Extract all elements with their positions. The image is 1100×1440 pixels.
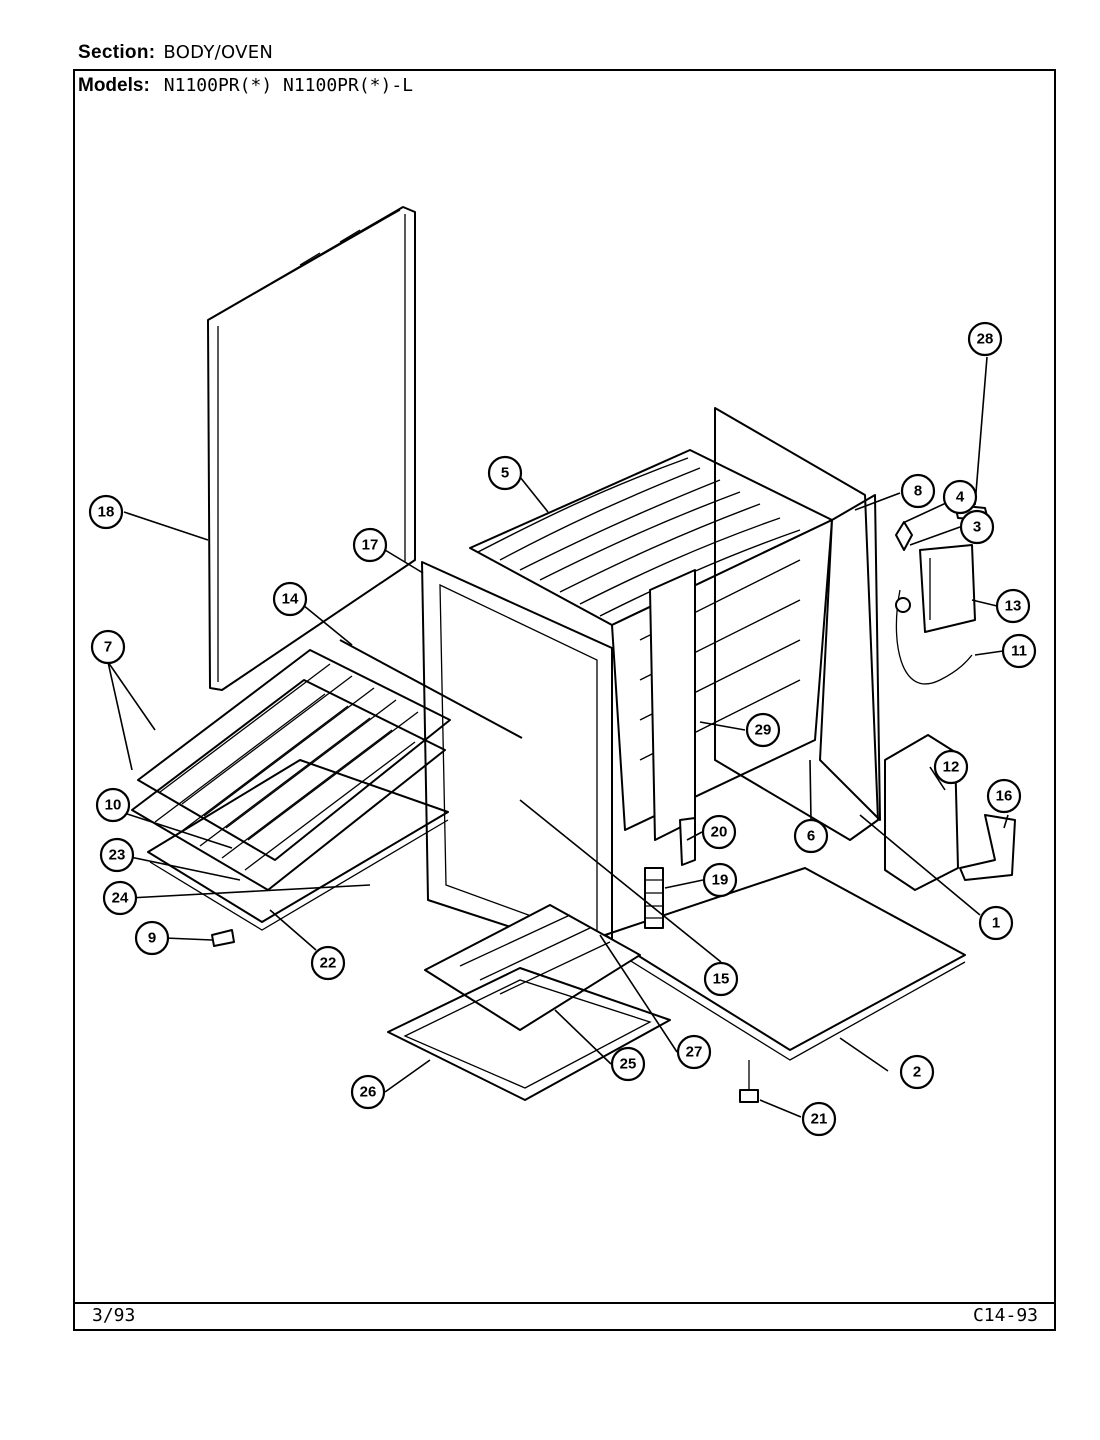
callout-23-label: 23 bbox=[109, 847, 126, 864]
part-base bbox=[604, 867, 966, 1061]
footer-code: C14-93 bbox=[972, 1305, 1038, 1326]
part-back-panel bbox=[207, 206, 416, 691]
callout-29-label: 29 bbox=[755, 722, 772, 739]
callout-5-label: 5 bbox=[501, 465, 509, 482]
callout-2-label: 2 bbox=[913, 1064, 921, 1081]
callout-6-label: 6 bbox=[807, 828, 815, 845]
part-broiler-pan bbox=[387, 967, 671, 1101]
callout-23: 23 bbox=[99, 837, 135, 873]
callout-9-label: 9 bbox=[148, 930, 156, 947]
callout-20: 20 bbox=[701, 814, 737, 850]
callout-20-label: 20 bbox=[711, 824, 728, 841]
callout-1-label: 1 bbox=[992, 915, 1000, 932]
callout-26-label: 26 bbox=[360, 1084, 377, 1101]
models-label: Models: bbox=[78, 75, 150, 96]
callout-12: 12 bbox=[933, 749, 969, 785]
part-broiler-insert bbox=[424, 904, 641, 1031]
callout-2: 2 bbox=[899, 1054, 935, 1090]
callout-10: 10 bbox=[95, 787, 131, 823]
callout-28: 28 bbox=[967, 321, 1003, 357]
callout-13-label: 13 bbox=[1005, 598, 1022, 615]
callout-22-label: 22 bbox=[320, 955, 337, 972]
callout-26: 26 bbox=[350, 1074, 386, 1110]
callout-6: 6 bbox=[793, 818, 829, 854]
callout-10-label: 10 bbox=[105, 797, 122, 814]
callout-3-label: 3 bbox=[973, 519, 981, 536]
callout-21-label: 21 bbox=[811, 1111, 828, 1128]
section-heading: Section: BODY/OVEN bbox=[78, 42, 273, 64]
callout-7: 7 bbox=[90, 629, 126, 665]
leader-lines bbox=[107, 356, 1009, 1118]
part-oven-racks bbox=[131, 649, 451, 891]
part-rack-support bbox=[649, 569, 696, 841]
callout-17-label: 17 bbox=[362, 537, 379, 554]
callout-19-label: 19 bbox=[712, 872, 729, 889]
callout-29: 29 bbox=[745, 712, 781, 748]
callout-14: 14 bbox=[272, 581, 308, 617]
footer-divider bbox=[75, 1302, 1054, 1304]
callout-15: 15 bbox=[703, 961, 739, 997]
section-label: Section: bbox=[78, 42, 156, 63]
callout-12-label: 12 bbox=[943, 759, 960, 776]
callout-27: 27 bbox=[676, 1034, 712, 1070]
part-front-frame bbox=[421, 561, 613, 961]
models-value: N1100PR(*) N1100PR(*)-L bbox=[163, 75, 414, 96]
section-value: BODY/OVEN bbox=[163, 42, 274, 63]
callout-22: 22 bbox=[310, 945, 346, 981]
callout-9: 9 bbox=[134, 920, 170, 956]
callout-18-label: 18 bbox=[98, 504, 115, 521]
callout-3: 3 bbox=[959, 509, 995, 545]
part-oven-bottom bbox=[147, 759, 449, 931]
callout-18: 18 bbox=[88, 494, 124, 530]
part-side-panel bbox=[714, 407, 879, 841]
callout-17: 17 bbox=[352, 527, 388, 563]
callout-25-label: 25 bbox=[620, 1056, 637, 1073]
callout-16-label: 16 bbox=[996, 788, 1013, 805]
callout-28-label: 28 bbox=[977, 331, 994, 348]
callout-8: 8 bbox=[900, 473, 936, 509]
part-leveling-leg bbox=[739, 1060, 759, 1103]
callout-4-label: 4 bbox=[956, 489, 965, 506]
callout-11: 11 bbox=[1001, 633, 1037, 669]
callout-15-label: 15 bbox=[713, 971, 730, 988]
part-anti-tip-bracket bbox=[959, 814, 1016, 881]
part-hinge bbox=[679, 817, 696, 866]
models-heading: Models: N1100PR(*) N1100PR(*)-L bbox=[78, 75, 413, 97]
callout-24: 24 bbox=[102, 880, 138, 916]
callout-8-label: 8 bbox=[914, 483, 922, 500]
callout-19: 19 bbox=[702, 862, 738, 898]
callout-24-label: 24 bbox=[112, 890, 129, 907]
part-power-cord bbox=[895, 589, 973, 685]
callout-25: 25 bbox=[610, 1046, 646, 1082]
callout-7-label: 7 bbox=[104, 639, 112, 656]
callout-14-label: 14 bbox=[282, 591, 299, 608]
part-rod bbox=[339, 639, 523, 739]
part-junction-box bbox=[919, 544, 976, 633]
part-terminal bbox=[895, 521, 913, 613]
callout-27-label: 27 bbox=[686, 1044, 703, 1061]
callout-13: 13 bbox=[995, 588, 1031, 624]
part-door-spring bbox=[644, 867, 664, 929]
callout-16: 16 bbox=[986, 778, 1022, 814]
diagram-frame bbox=[73, 69, 1056, 1331]
footer-date: 3/93 bbox=[92, 1305, 136, 1326]
callout-1: 1 bbox=[978, 905, 1014, 941]
callout-21: 21 bbox=[801, 1101, 837, 1137]
callout-5: 5 bbox=[487, 455, 523, 491]
part-small-clip bbox=[211, 929, 235, 947]
callout-11-label: 11 bbox=[1011, 643, 1027, 660]
callout-4: 4 bbox=[942, 479, 978, 515]
